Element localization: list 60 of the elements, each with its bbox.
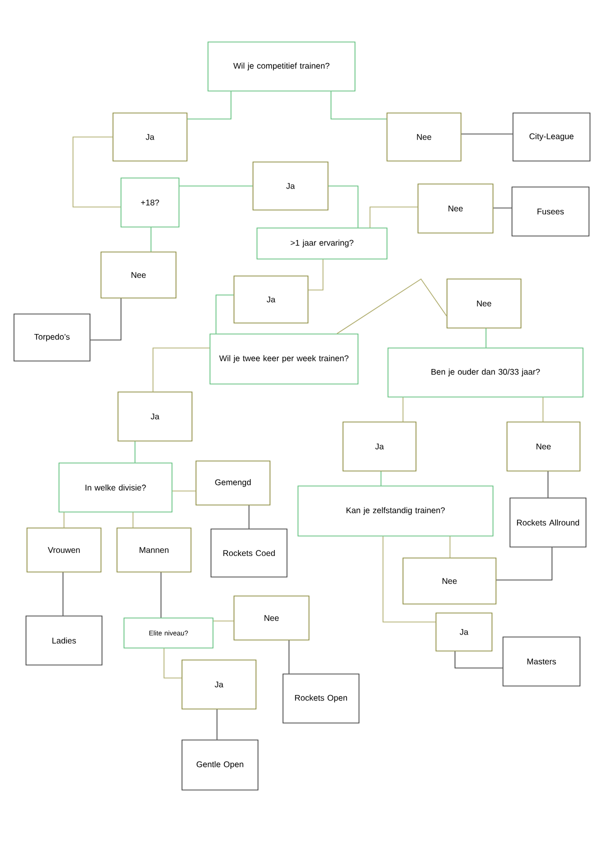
connector-line: [216, 709, 218, 740]
question-box: +18?: [120, 178, 180, 228]
result-box: Gentle Open: [182, 740, 258, 790]
answer-box: Nee: [506, 422, 580, 472]
answer-box: Gemengd: [196, 460, 270, 506]
connector-line: [62, 572, 64, 616]
connector-line: [542, 397, 544, 422]
connector-line: [187, 91, 232, 120]
connector-line: [213, 620, 234, 622]
connector-line: [172, 490, 196, 492]
answer-box: Ja: [342, 422, 416, 472]
connector-line: [150, 227, 152, 252]
answer-box: Nee: [100, 252, 176, 298]
answer-box: Nee: [386, 112, 462, 162]
answer-box: Ja: [252, 162, 328, 210]
connector-line: [382, 536, 436, 622]
connector-line: [402, 397, 404, 422]
connector-line: [370, 206, 418, 228]
connector-line: [380, 471, 382, 486]
question-box: Wil je competitief trainen?: [208, 42, 356, 92]
connector-line: [308, 259, 324, 290]
result-box: City-League: [512, 112, 590, 162]
connector-line: [152, 348, 210, 392]
result-box: Rockets Coed: [210, 528, 288, 578]
answer-box: Ja: [234, 276, 308, 324]
connector-line: [288, 640, 290, 674]
connector-line: [164, 648, 182, 678]
result-box: Ladies: [26, 616, 102, 666]
answer-box: Nee: [234, 596, 310, 640]
connector-line: [134, 441, 136, 463]
answer-box: Ja: [112, 112, 188, 162]
result-box: Masters: [502, 636, 580, 686]
connector-line: [216, 294, 234, 334]
result-box: Torpedo’s: [14, 314, 90, 362]
answer-box: Ja: [436, 612, 492, 652]
answer-box: Ja: [182, 660, 256, 710]
connector-line: [496, 547, 552, 580]
question-box: In welke divisie?: [58, 462, 172, 512]
result-box: Rockets Allround: [510, 498, 586, 548]
result-box: Fusees: [512, 186, 590, 236]
connector-line: [336, 278, 447, 334]
answer-box: Mannen: [116, 528, 192, 572]
question-box: Kan je zelfstandig trainen?: [298, 486, 494, 536]
answer-box: Nee: [446, 278, 522, 328]
connector-line: [90, 298, 122, 340]
result-box: Rockets Open: [282, 674, 360, 724]
answer-box: Nee: [418, 184, 494, 234]
connector-line: [160, 572, 162, 618]
question-box: Wil je twee keer per week trainen?: [210, 334, 358, 384]
connector-line: [328, 186, 358, 228]
answer-box: Vrouwen: [26, 528, 102, 572]
question-box: >1 jaar ervaring?: [256, 228, 388, 260]
connector-line: [132, 512, 134, 528]
connector-line: [454, 651, 503, 668]
connector-line: [248, 505, 250, 529]
answer-box: Ja: [118, 392, 192, 442]
answer-box: Nee: [402, 558, 496, 604]
connector-line: [72, 136, 121, 208]
question-box: Ben je ouder dan 30/33 jaar?: [388, 348, 584, 398]
connector-line: [330, 91, 387, 120]
